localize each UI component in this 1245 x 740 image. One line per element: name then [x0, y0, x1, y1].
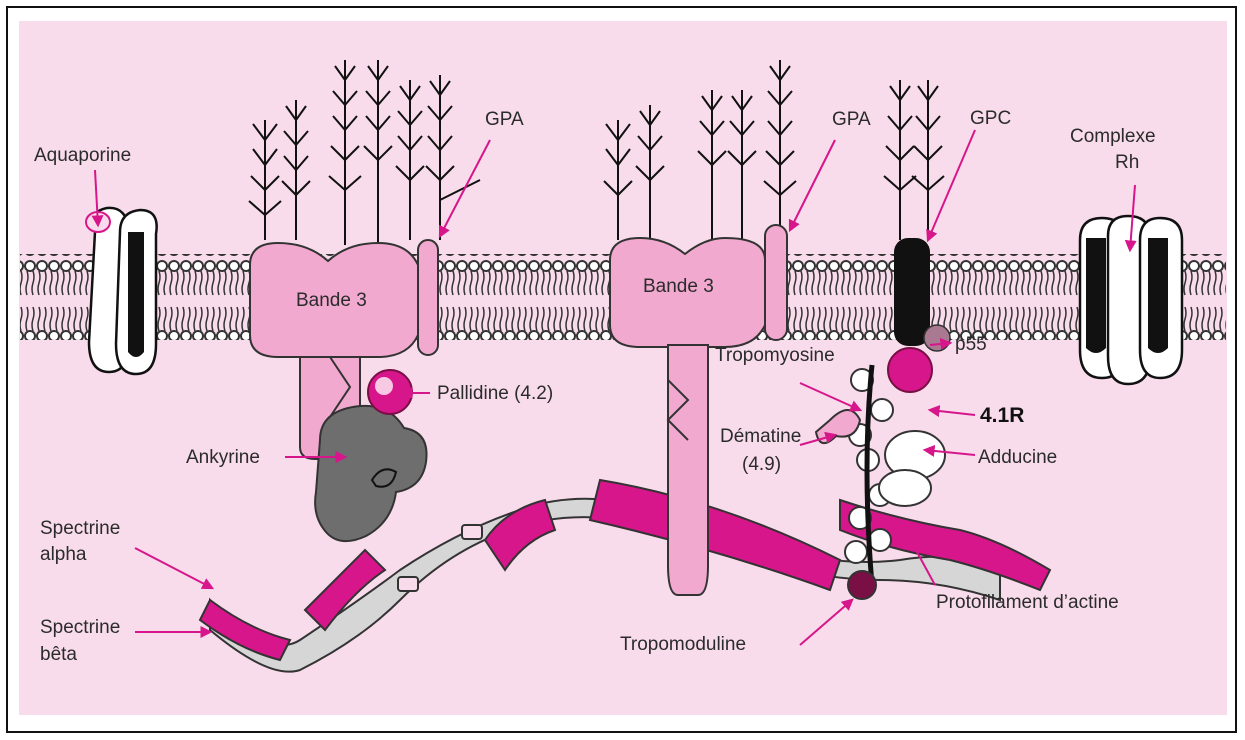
label-gpc: GPC — [970, 108, 1011, 129]
label-tropomyosine: Tropomyosine — [715, 345, 835, 366]
label-complexe-rh-line1: Complexe — [1070, 126, 1156, 147]
ankyrin-protein — [315, 406, 426, 541]
label-dematine-line1: Dématine — [720, 426, 801, 447]
label-dematine-line2: (4.9) — [742, 454, 781, 475]
glycophorin-a-left-carbohydrates — [249, 60, 480, 245]
label-adducine: Adducine — [978, 447, 1057, 468]
label-aquaporine: Aquaporine — [34, 145, 131, 166]
label-gpa-right: GPA — [832, 109, 871, 130]
label-gpa-left: GPA — [485, 109, 524, 130]
label-spectrine-beta-line1: Spectrine — [40, 617, 120, 638]
label-tropomoduline: Tropomoduline — [620, 634, 746, 655]
label-spectrine-alpha-line1: Spectrine — [40, 518, 120, 539]
label-band3-right: Bande 3 — [643, 276, 714, 297]
glycophorin-a-middle-carbohydrates — [604, 60, 796, 240]
label-p55: p55 — [955, 334, 987, 355]
label-4-1r: 4.1R — [980, 404, 1024, 427]
label-spectrine-alpha-line2: alpha — [40, 544, 87, 565]
label-band3-left: Bande 3 — [296, 290, 367, 311]
gpc-protein — [884, 80, 950, 392]
label-complexe-rh-line2: Rh — [1115, 152, 1139, 173]
aquaporine-protein — [86, 208, 157, 374]
label-ankyrine: Ankyrine — [186, 447, 260, 468]
label-pallidine: Pallidine (4.2) — [437, 383, 553, 404]
label-protofilament: Protofilament d’actine — [936, 592, 1119, 613]
label-spectrine-beta-line2: bêta — [40, 644, 77, 665]
